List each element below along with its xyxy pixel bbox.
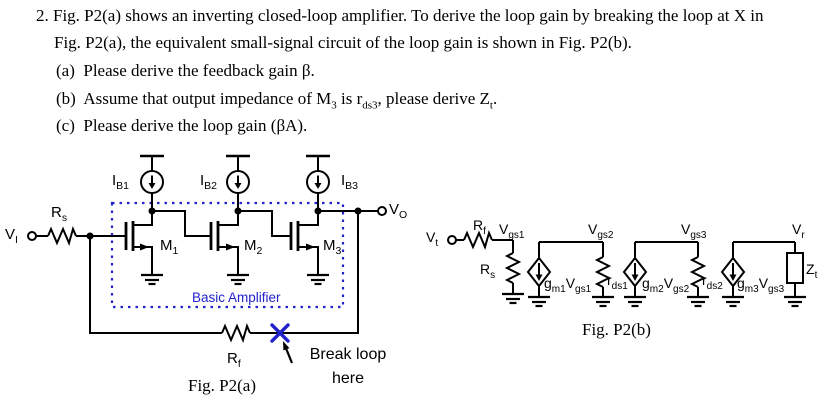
label-rs: Rs — [51, 204, 68, 224]
fig-a-caption: Fig. P2(a) — [188, 376, 256, 395]
resistor-rs — [47, 226, 77, 246]
fig-b-caption: Fig. P2(b) — [582, 320, 651, 339]
ground-zt — [784, 295, 806, 308]
problem-item-c: (c) Please derive the loop gain (βA). — [56, 116, 308, 135]
impedance-zt-box — [786, 252, 804, 284]
label-m3: M3 — [323, 237, 342, 257]
dependent-source-gm2 — [622, 242, 648, 297]
wire-m2-to-m3 — [238, 210, 291, 237]
resistor-rf-b — [463, 230, 493, 250]
ground-gm1 — [528, 295, 550, 308]
output-terminal-vo — [377, 206, 387, 216]
break-loop-annotation: Break loop here — [296, 343, 400, 391]
basic-amplifier-label: Basic Amplifier — [192, 290, 281, 305]
feedback-wire-left — [89, 236, 222, 334]
current-source-ib3 — [306, 154, 330, 211]
label-vr: Vr — [792, 221, 805, 241]
transistor-m2 — [209, 211, 239, 275]
ground-gm2 — [624, 295, 646, 308]
ground-gm3 — [722, 295, 744, 308]
ground-m2 — [227, 273, 249, 286]
input-terminal-vi — [27, 231, 48, 241]
label-rds1: rds1 — [607, 272, 628, 292]
label-vgs1: Vgs1 — [499, 221, 525, 241]
dependent-source-gm1 — [526, 242, 552, 297]
label-ib1: IB1 — [112, 172, 130, 192]
label-vgs2: Vgs2 — [588, 221, 614, 241]
label-rs-b: Rs — [480, 261, 496, 281]
label-rf: Rf — [227, 350, 241, 370]
label-gm2vgs2: gm2Vgs2 — [642, 275, 690, 295]
resistor-rf — [221, 323, 251, 343]
dependent-source-gm3 — [720, 242, 746, 297]
break-x-mark — [270, 323, 290, 343]
problem-item-b: (b) Assume that output impedance of M3 i… — [56, 89, 498, 112]
break-loop-line2: here — [331, 370, 365, 387]
resistor-rds2 — [689, 256, 707, 288]
problem-line-1: 2. Fig. P2(a) shows an inverting closed-… — [36, 6, 764, 25]
ground-rds1 — [592, 295, 614, 308]
transistor-m1 — [124, 211, 153, 275]
input-terminal-vt — [447, 235, 457, 245]
ground-rs-b — [502, 292, 524, 305]
label-zt: Zt — [806, 261, 818, 281]
label-ib2: IB2 — [200, 172, 218, 192]
current-source-ib1 — [140, 154, 164, 211]
label-gm3vgs3: gm3Vgs3 — [737, 275, 785, 295]
ground-m1 — [141, 273, 163, 286]
ground-m3 — [307, 273, 329, 286]
resistor-rs-b — [504, 252, 522, 284]
problem-item-a: (a) Please derive the feedback gain β. — [56, 61, 315, 80]
resistor-rds1 — [594, 256, 612, 288]
label-ib3: IB3 — [341, 172, 359, 192]
label-vo: VO — [389, 201, 408, 221]
fig-a-schematic — [27, 154, 387, 364]
problem-line-2: Fig. P2(a), the equivalent small-signal … — [54, 33, 632, 52]
wire-m1-to-m2 — [152, 210, 211, 237]
label-m2: M2 — [244, 237, 263, 257]
basic-amplifier-box — [110, 201, 345, 309]
transistor-m3 — [289, 211, 319, 275]
label-m1: M1 — [160, 237, 179, 257]
label-rds2: rds2 — [702, 272, 723, 292]
label-gm1vgs1: gm1Vgs1 — [544, 275, 592, 295]
label-rf-b: Rf — [473, 217, 486, 237]
feedback-wire-right — [250, 211, 359, 334]
label-vt: Vt — [426, 229, 439, 249]
label-vgs3: Vgs3 — [681, 221, 707, 241]
ground-rds2 — [687, 295, 709, 308]
break-arrow — [283, 341, 294, 364]
fig-b-schematic — [447, 230, 806, 308]
current-source-ib2 — [226, 154, 250, 211]
label-vi: VI — [5, 226, 18, 246]
break-loop-line1: Break loop — [309, 346, 387, 363]
